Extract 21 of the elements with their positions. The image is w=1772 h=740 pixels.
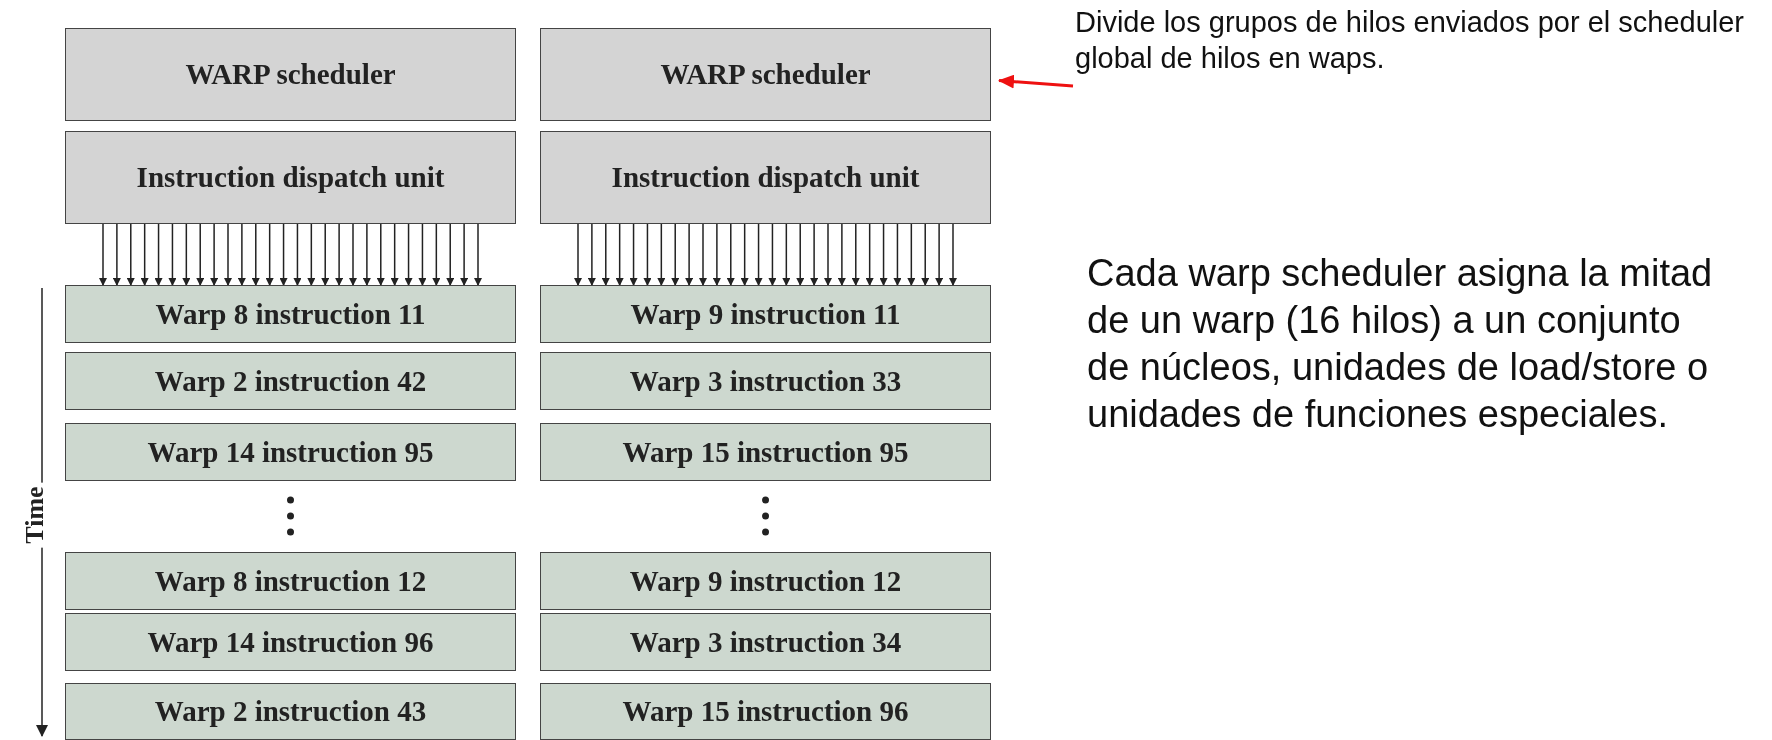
instruction-box: Warp 15 instruction 95 — [540, 423, 991, 481]
instruction-box: Warp 2 instruction 42 — [65, 352, 516, 410]
arrow — [998, 74, 1074, 89]
instruction-box: Warp 3 instruction 33 — [540, 352, 991, 410]
instruction-box: Warp 9 instruction 11 — [540, 285, 991, 343]
note-text: Divide los grupos de hilos enviados por el scheduler global de hilos en waps. — [1075, 4, 1772, 76]
arrow-bundle — [99, 223, 482, 286]
instruction-box: Warp 8 instruction 11 — [65, 285, 516, 343]
scheduler-box: WARP scheduler — [65, 28, 516, 121]
note-text: Cada warp scheduler asigna la mitad de un warp (16 hilos) a un conjunto de núcleos, unidades de load/store o unidades de funciones especiales. — [1087, 251, 1714, 437]
instruction-box: Warp 9 instruction 12 — [540, 552, 991, 610]
instruction-box: Warp 14 instruction 96 — [65, 613, 516, 671]
scheduler-box: WARP scheduler — [540, 28, 991, 121]
dispatch-unit-box: Instruction dispatch unit — [540, 131, 991, 224]
instruction-box: Warp 3 instruction 34 — [540, 613, 991, 671]
instruction-box: Warp 2 instruction 43 — [65, 683, 516, 740]
arrow-bundle — [574, 223, 957, 286]
instruction-box: Warp 15 instruction 96 — [540, 683, 991, 740]
dispatch-unit-box: Instruction dispatch unit — [65, 131, 516, 224]
instruction-box: Warp 8 instruction 12 — [65, 552, 516, 610]
instruction-box: Warp 14 instruction 95 — [65, 423, 516, 481]
